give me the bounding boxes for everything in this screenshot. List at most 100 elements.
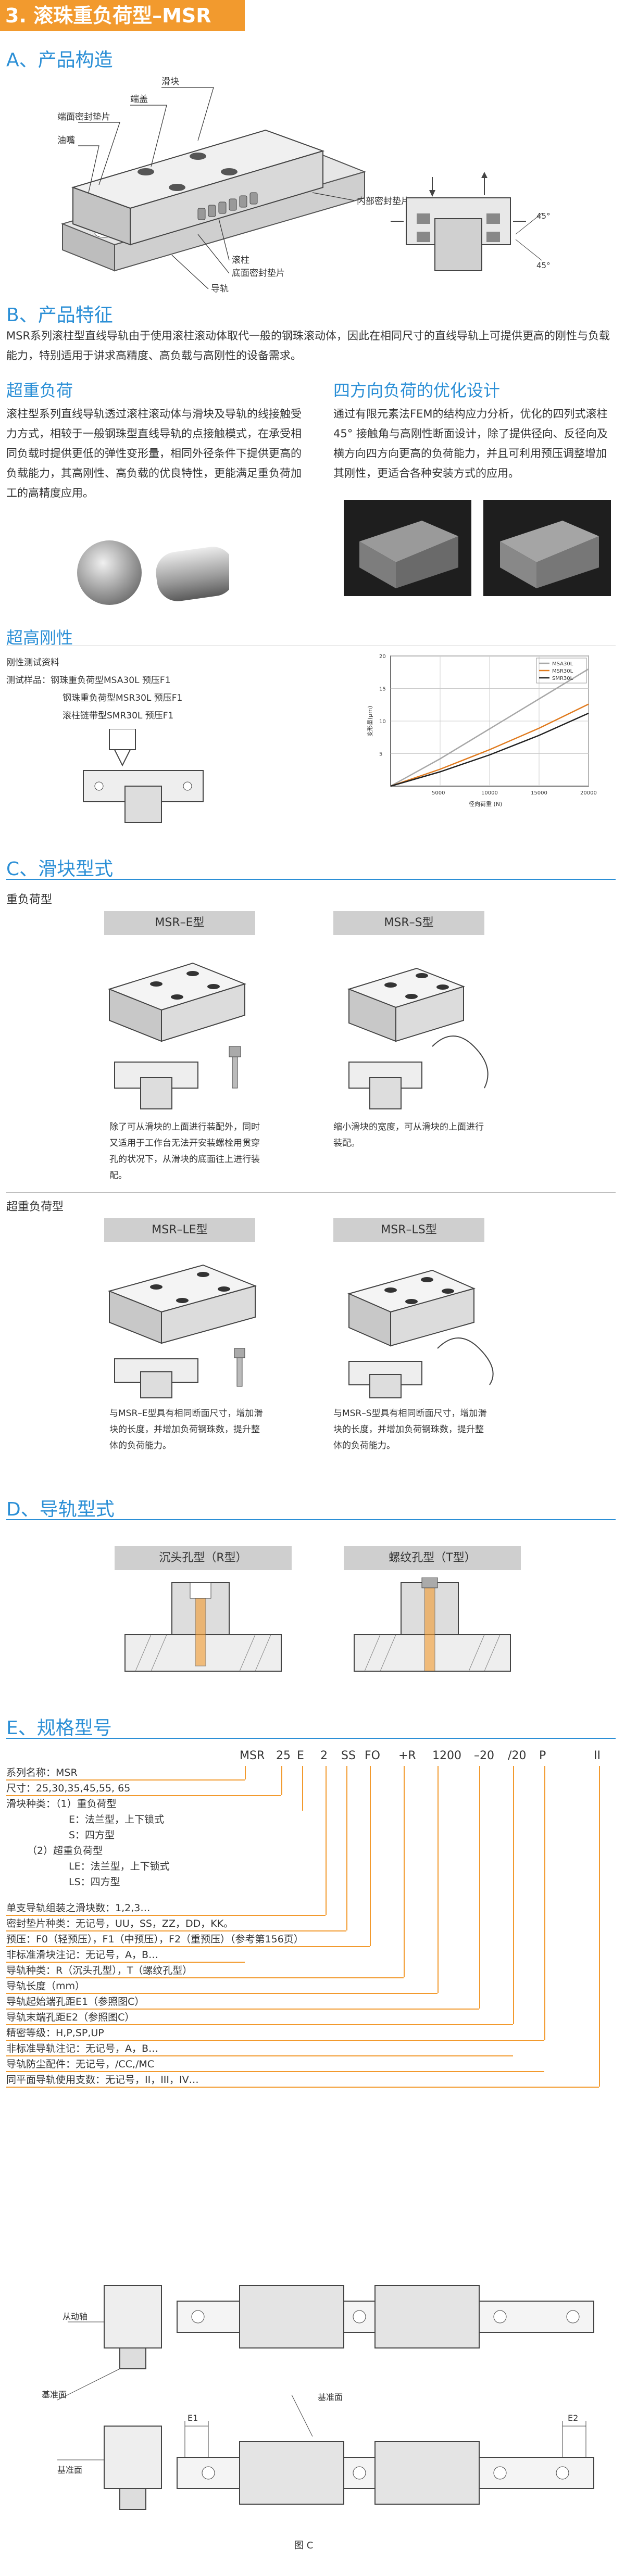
spec-code-2: E	[297, 1749, 304, 1762]
section-d-divider	[6, 1519, 616, 1520]
spec-row-18: 导轨防尘配件：无记号，/CC,/MC	[6, 2059, 155, 2070]
spec-row-15: 导轨末端孔距E2（参照图C）	[6, 2012, 135, 2023]
spec-code-0: MSR	[240, 1749, 265, 1762]
rail-t-label: 螺纹孔型（T型）	[344, 1546, 521, 1570]
spec-row-7: LS：四方型	[69, 1876, 120, 1888]
spec-code-6: +R	[398, 1749, 416, 1762]
chart-x-tick: 20000	[580, 790, 597, 796]
fig-ref-side-2: 基准面	[57, 2465, 82, 2475]
spec-code-9: /20	[508, 1749, 527, 1762]
angle-label-bottom: 45°	[536, 261, 551, 270]
spec-leader-vertical	[245, 1766, 246, 1779]
rail-t-drawing	[354, 1577, 511, 1672]
spec-row-underline	[6, 1993, 438, 1994]
fig-ref-side-1: 基准面	[42, 2390, 67, 2400]
rail-r-label: 沉头孔型（R型）	[115, 1546, 292, 1570]
spec-row-underline	[6, 1977, 404, 1978]
spec-row-13: 导轨长度（mm）	[6, 1980, 85, 1992]
spec-code-3: 2	[320, 1749, 328, 1762]
chart-y-tick: 10	[379, 719, 386, 725]
spec-row-12: 导轨种类：R（沉头孔型），T（螺纹孔型）	[6, 1965, 193, 1976]
ball-roller-image	[77, 540, 229, 605]
chart-legend-box	[536, 658, 587, 684]
label-bottom-seal: 底面密封垫片	[232, 268, 285, 279]
msr-s-drawing	[347, 967, 489, 1109]
chart-legend-label: MSA30L	[552, 661, 573, 667]
spec-row-4: S：四方型	[69, 1829, 115, 1841]
rigidity-title: 超高刚性	[6, 628, 73, 648]
label-end-cap: 端盖	[130, 94, 148, 105]
spec-row-underline	[6, 2055, 513, 2056]
spec-leader-vertical	[346, 1766, 347, 1930]
spec-row-2: 滑块种类：（1）重负荷型	[6, 1798, 117, 1810]
spec-row-10: 预压：F0（轻预压），F1（中预压），F2（重预压）（参考第156页）	[6, 1934, 304, 1945]
section-b-title: B、产品特征	[6, 305, 113, 326]
label-inner-seal: 内部密封垫片	[357, 196, 410, 207]
spec-row-19: 同平面导轨使用支数：无记号，II，III，IV…	[6, 2074, 199, 2086]
spec-row-underline	[6, 2024, 513, 2025]
spec-code-10: P	[539, 1749, 546, 1762]
msr-e-text: 除了可从滑块的上面进行装配外，同时又适用于工作台无法开安装螺栓用贯穿孔的状况下，…	[109, 1122, 260, 1181]
label-grease: 油嘴	[57, 135, 75, 146]
spec-row-underline	[6, 2071, 544, 2072]
section-c-divider	[6, 879, 616, 880]
spec-leader-vertical	[404, 1766, 405, 1977]
spec-code-8: –20	[474, 1749, 494, 1762]
spec-row-underline	[6, 1915, 326, 1916]
features-intro: MSR系列滚柱型直线导轨由于使用滚柱滚动体取代一般的钢珠滚动体，因此在相同尺寸的…	[6, 330, 610, 362]
spec-row-5: （2）超重负荷型	[27, 1845, 103, 1857]
spec-row-underline	[6, 1962, 245, 1963]
msr-ls-drawing	[347, 1269, 494, 1398]
msr-ls-text: 与MSR–S型具有相同断面尺寸，增加滑块的长度，并增加负荷钢珠数，提升整体的负荷…	[333, 1408, 487, 1451]
spec-code-11: II	[594, 1749, 601, 1762]
spec-leader-vertical	[370, 1766, 371, 1946]
section-c-title: C、滑块型式	[6, 858, 114, 880]
chart-legend-label: MSR30L	[552, 668, 573, 674]
msr-e-label: MSR–E型	[104, 911, 255, 935]
spec-code-7: 1200	[432, 1749, 461, 1762]
construction-diagram: 滑块 端盖 端面密封垫片 油嘴 内部密封垫片 滚柱 底面密封垫片 导轨 45° …	[57, 77, 551, 294]
fig-e2: E2	[568, 2413, 578, 2423]
spec-leader-vertical	[281, 1766, 282, 1795]
section-e-title: E、规格型号	[6, 1718, 112, 1739]
spec-row-underline	[6, 2040, 544, 2041]
chart-series-MSR30L	[390, 703, 589, 787]
label-end-seal: 端面密封垫片	[57, 112, 110, 122]
spec-row-1: 尺寸：25,30,35,45,55, 65	[6, 1783, 131, 1794]
chart-y-tick: 5	[379, 752, 382, 757]
label-roller: 滚柱	[232, 255, 249, 266]
spec-row-14: 导轨起始端孔距E1（参照图C）	[6, 1996, 145, 2007]
spec-row-underline	[6, 2087, 599, 2088]
type-divider	[6, 1192, 616, 1193]
chart-y-label: 变形量(μm)	[366, 706, 373, 737]
fig-ref-top: 基准面	[318, 2392, 343, 2402]
chart-x-tick: 15000	[531, 790, 547, 796]
msr-le-label: MSR–LE型	[104, 1218, 255, 1242]
spec-row-11: 非标准滑块注记：无记号，A，B…	[6, 1949, 159, 1961]
spec-leader-vertical	[513, 1766, 514, 2024]
spec-leader-vertical	[599, 1766, 600, 2087]
msr-s-label: MSR–S型	[333, 911, 484, 935]
section-e-divider	[6, 1738, 616, 1739]
chart-legend-label: SMR30L	[552, 676, 573, 681]
chart-x-tick: 5000	[432, 790, 445, 796]
msr-le-text: 与MSR–E型具有相同断面尺寸，增加滑块的长度，并增加负荷钢珠数，提升整体的负荷…	[109, 1408, 263, 1451]
heavy-load-text: 滚柱型系列直线导轨透过滚柱滚动体与滑块及导轨的线接触受力方式，相较于一般钢珠型直…	[6, 408, 302, 499]
spec-leader-vertical	[326, 1766, 327, 1915]
msr-le-drawing	[107, 1264, 257, 1398]
page-title: 3. 滚珠重负荷型–MSR	[0, 0, 245, 31]
spec-code-1: 25	[276, 1749, 291, 1762]
rigidity-line-0: 刚性测试资料	[6, 658, 59, 668]
fig-caption: 图 C	[294, 2540, 313, 2551]
spec-row-17: 非标准导轨注记：无记号，A，B…	[6, 2043, 159, 2054]
spec-code-4: SS	[341, 1749, 356, 1762]
label-slider: 滑块	[161, 77, 179, 87]
spec-leader-vertical	[479, 1766, 480, 2009]
super-heavy-type-title: 超重负荷型	[6, 1201, 64, 1214]
spec-leader-vertical	[302, 1766, 303, 1811]
chart-series-MSA30L	[390, 668, 589, 787]
fig-e1: E1	[188, 2413, 198, 2423]
spec-leader-vertical	[438, 1766, 439, 1993]
